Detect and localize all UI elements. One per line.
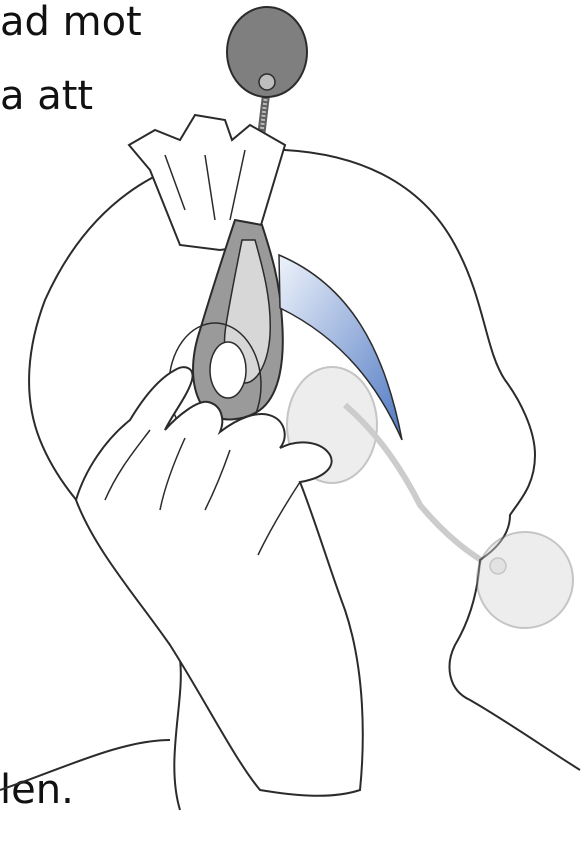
shoulder-line (0, 740, 170, 790)
